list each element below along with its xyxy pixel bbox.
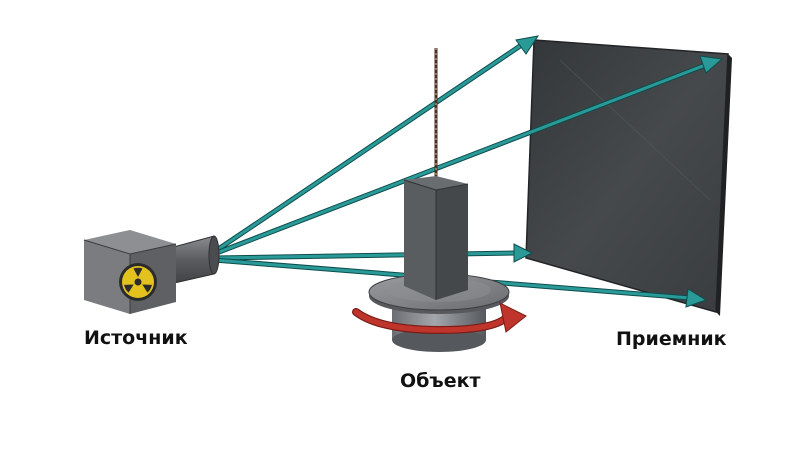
beam-arrowhead-top-left xyxy=(515,35,540,55)
detector-label: Приемник xyxy=(616,328,727,350)
detector-panel xyxy=(525,39,732,316)
object-label: Объект xyxy=(400,370,481,392)
rotation-arrow-icon xyxy=(352,302,527,335)
source-label: Источник xyxy=(84,327,188,349)
beam-arrowhead-top-right xyxy=(699,55,724,74)
beam-arrowhead-bottom-left xyxy=(513,243,534,263)
xray-source xyxy=(83,230,220,314)
beam-arrowhead-bottom-right xyxy=(685,288,708,308)
object-block xyxy=(403,176,469,300)
radiation-icon xyxy=(119,263,157,301)
